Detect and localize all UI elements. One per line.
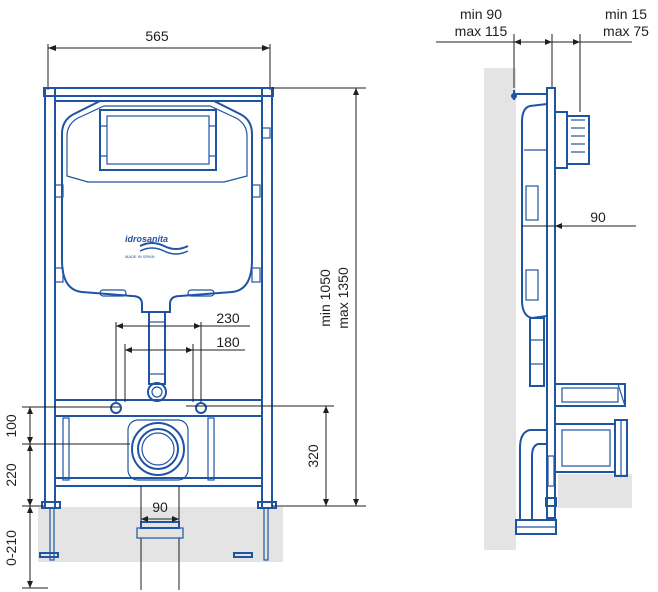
cistern-top-panel [66,105,248,183]
side-bracket [251,184,261,198]
dim-220-label: 220 [3,463,19,487]
leg-base-left [39,552,59,558]
waste-connector-inner [561,429,611,467]
side-bracket [251,267,261,283]
dim-leg-range-label: 0-210 [3,530,19,566]
cistern-slot [99,289,127,297]
frame-top-rail [43,87,274,97]
side-flush-connector-inner [561,387,619,403]
waste-outlet-inner [137,428,179,470]
dim-90-bottom-label: 90 [152,499,168,515]
side-bracket [54,184,64,198]
lower-rail-detail [62,417,70,481]
flush-pipe-bend-inner [151,386,163,398]
dim-height-max-label: max 1350 [335,267,351,329]
arrow-head [353,88,359,95]
arrow-head [27,581,33,588]
logo-wave-icon [139,247,189,255]
leg-extension-left [49,507,55,561]
brand-logo-text: idrosanita [125,234,168,244]
dim-230-label: 230 [216,310,240,326]
side-frame-post [546,87,556,519]
bracket-anchor [511,93,517,99]
flush-pipe-bend [147,382,167,402]
arrow-head [353,499,359,506]
arrow-head [27,407,33,414]
mounting-bolt-right [195,402,207,414]
connector-edge [617,383,626,407]
arrow-head [116,323,123,329]
side-bracket [54,267,64,283]
flush-pipe [148,311,166,385]
dim-320-label: 320 [305,444,321,468]
leg-base-right [233,552,253,558]
arrow-head [545,39,552,45]
dim-height-min-label: min 1050 [317,269,333,327]
cistern-side-detail [525,269,539,301]
front-view: 565 idrosanita MADE IN SPAIN [3,28,366,590]
waste-elbow-outer [519,429,547,520]
dim-100-label: 100 [3,414,19,438]
dim-depth-label: 90 [590,209,606,225]
dim-wall-max-label: max 115 [455,23,508,39]
waste-outlet-core [141,432,175,466]
arrow-head [262,45,270,51]
side-floor-area [558,474,632,508]
frame-right-post [261,87,273,509]
side-leg-foot [545,497,557,507]
arrow-head [323,499,329,506]
arrow-head [48,45,56,51]
frame-left-post [44,87,56,509]
side-flush-connector [554,383,626,407]
cistern-slot [187,289,215,297]
arrow-head [323,406,329,413]
arrow-head [27,444,33,451]
wall-area [484,68,516,550]
side-leg [547,455,555,487]
brand-logo: idrosanita MADE IN SPAIN [125,234,189,259]
arrow-head [555,223,562,229]
dim-front-min-label: min 15 [605,6,647,22]
width-label: 565 [145,28,169,44]
flush-button [566,115,590,165]
frame-bottom-rail [54,477,263,487]
flush-plate-inner [106,115,210,165]
side-bracket [261,127,271,139]
logo-wave-icon [139,242,189,250]
frame-foot-right [257,501,277,509]
brand-made-in-text: MADE IN SPAIN [125,254,155,259]
dim-wall-min-label: min 90 [460,6,502,22]
mounting-bolt-left [110,402,122,414]
outlet-pipe-collar-lower [136,527,184,539]
arrow-head [27,506,33,513]
lower-rail-detail [207,417,215,481]
top-wall-bracket [513,90,547,100]
outlet-housing [127,419,189,481]
side-flush-pipe [529,317,545,387]
waste-connector [554,423,616,473]
dim-front-max-label: max 75 [603,23,649,39]
arrow-head [186,347,193,353]
arrow-head [27,437,33,444]
cistern-body [61,100,253,313]
flush-plate-opening [99,109,217,171]
dim-180-label: 180 [216,334,240,350]
arrow-head [141,516,148,522]
arrow-head [514,39,521,45]
side-view: min 90 max 115 min 15 max 75 90 [436,6,649,550]
waste-outlet [131,422,185,476]
arrow-head [27,499,33,506]
leg-extension-right [263,507,269,561]
flush-button-housing [554,111,568,169]
frame-crossbar [54,399,263,417]
arrow-head [172,516,179,522]
cistern-side-detail [525,185,539,221]
waste-elbow-inner [531,443,547,520]
arrow-head [194,323,201,329]
arrow-head [573,39,580,45]
arrow-head [125,347,132,353]
